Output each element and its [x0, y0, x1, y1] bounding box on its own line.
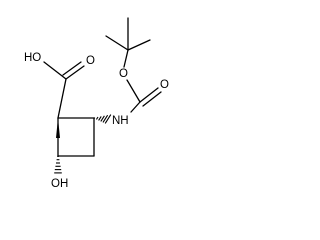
amine-label: NH [112, 115, 129, 127]
hashed-bond-to-hydroxyl [54, 155, 62, 174]
carboxyl-carbonyl-bond-double [62, 61, 82, 76]
carboxylic-acid-group [43, 61, 85, 119]
carbamate-carbonyl-bond [139, 87, 159, 103]
amine-to-carbonyl-bond [130, 101, 141, 113]
carboxyl-hydroxyl-bond [43, 61, 67, 80]
hashed-bond-to-amine [93, 114, 112, 124]
cyclobutane-ring [57, 117, 95, 157]
tert-butyl-group [105, 17, 151, 51]
tbutyl-methyl-left [105, 35, 129, 51]
wedge-bond-stereocenter [56, 118, 60, 138]
ring-to-carboxyl-bond [57, 78, 67, 119]
ring-hydroxyl-label: OH [51, 178, 68, 190]
carbamate-carbonyl-oxygen-label: O [160, 79, 169, 91]
carboxyl-carbonyl-bond [65, 65, 85, 80]
carbamate-group [123, 49, 162, 113]
carbonyl-to-ester-oxygen-bond [126, 79, 141, 103]
acid-carbonyl-oxygen-label: O [86, 55, 95, 67]
chemical-structure: HO O NH O O OH [24, 17, 169, 190]
tbutyl-methyl-right [127, 39, 151, 51]
acid-hydroxyl-label: HO [24, 52, 41, 64]
carbamate-carbonyl-bond-double [142, 91, 162, 107]
carbamate-ester-oxygen-label: O [119, 68, 128, 80]
ester-oxygen-to-tbutyl-bond [123, 49, 129, 68]
